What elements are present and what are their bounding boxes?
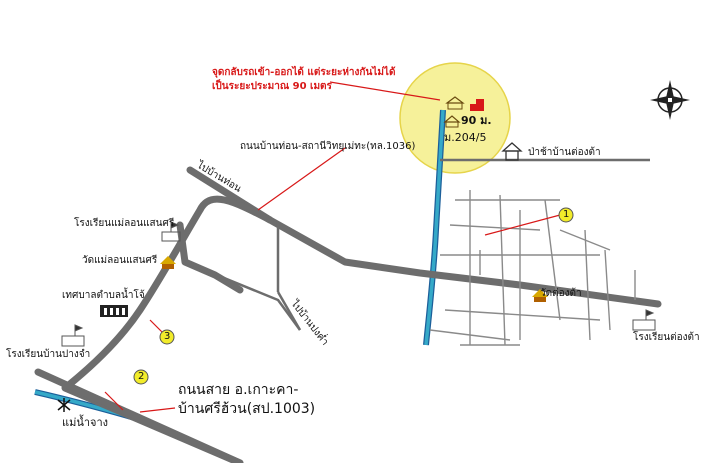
marker-1 <box>558 207 574 223</box>
government-building-icon <box>100 305 128 317</box>
shrine-icon <box>501 142 523 161</box>
secondary-roads <box>184 158 650 331</box>
municipality-label: เทศบาลตำบลน้ำโจ้ <box>62 290 145 301</box>
road-1003-label-line-1: ถนนสาย อ.เกาะคา- <box>178 382 299 398</box>
school-icon <box>61 324 85 347</box>
school-icon <box>161 221 181 242</box>
school-mae-lon-label: โรงเรียนแม่ลอนแสนศรี <box>74 218 175 229</box>
annotation-arrows <box>104 81 561 413</box>
road-1003-label-line-2: บ้านศรีฮ้วน(สป.1003) <box>178 401 316 417</box>
marker-3 <box>159 329 175 345</box>
temple-icon <box>160 256 176 269</box>
temple-icon <box>532 289 548 302</box>
village-streets <box>429 190 636 346</box>
house-icon <box>443 115 461 128</box>
wat-mae-lon-label: วัดแม่ลอนแสนศรี <box>82 255 158 266</box>
house-icon <box>445 96 484 111</box>
note-line-1: จุดกลับรถเข้า-ออกได้ แต่ระยะห่างกันไม่ได… <box>212 67 396 78</box>
forest-label: ป่าช้าบ้านต่องต้า <box>528 147 601 158</box>
distance-label: 90 ม. <box>461 114 492 127</box>
wat-tong-ta-label: วัดต่องต้า <box>540 288 582 299</box>
river-label: แม่น้ำจาง <box>62 416 109 429</box>
house-number-label: ม.204/5 <box>444 131 487 144</box>
marker-3-label: 3 <box>164 331 171 342</box>
bridge-icon <box>57 398 71 412</box>
marker-1-label: 1 <box>563 209 570 220</box>
road-1036-label: ถนนบ้านท่อน-สถานีวิทยุเม่ทะ(ทล.1036) <box>240 141 416 152</box>
note-line-2: เป็นระยะประมาณ 90 เมตร <box>212 81 332 92</box>
school-ban-pang-label: โรงเรียนบ้านปางจำ <box>6 349 91 360</box>
compass-north-icon <box>650 80 690 120</box>
school-icon <box>632 309 656 331</box>
school-tong-ta-label: โรงเรียนต่องต้า <box>633 332 700 343</box>
marker-2-label: 2 <box>138 371 145 382</box>
marker-2 <box>133 369 149 385</box>
